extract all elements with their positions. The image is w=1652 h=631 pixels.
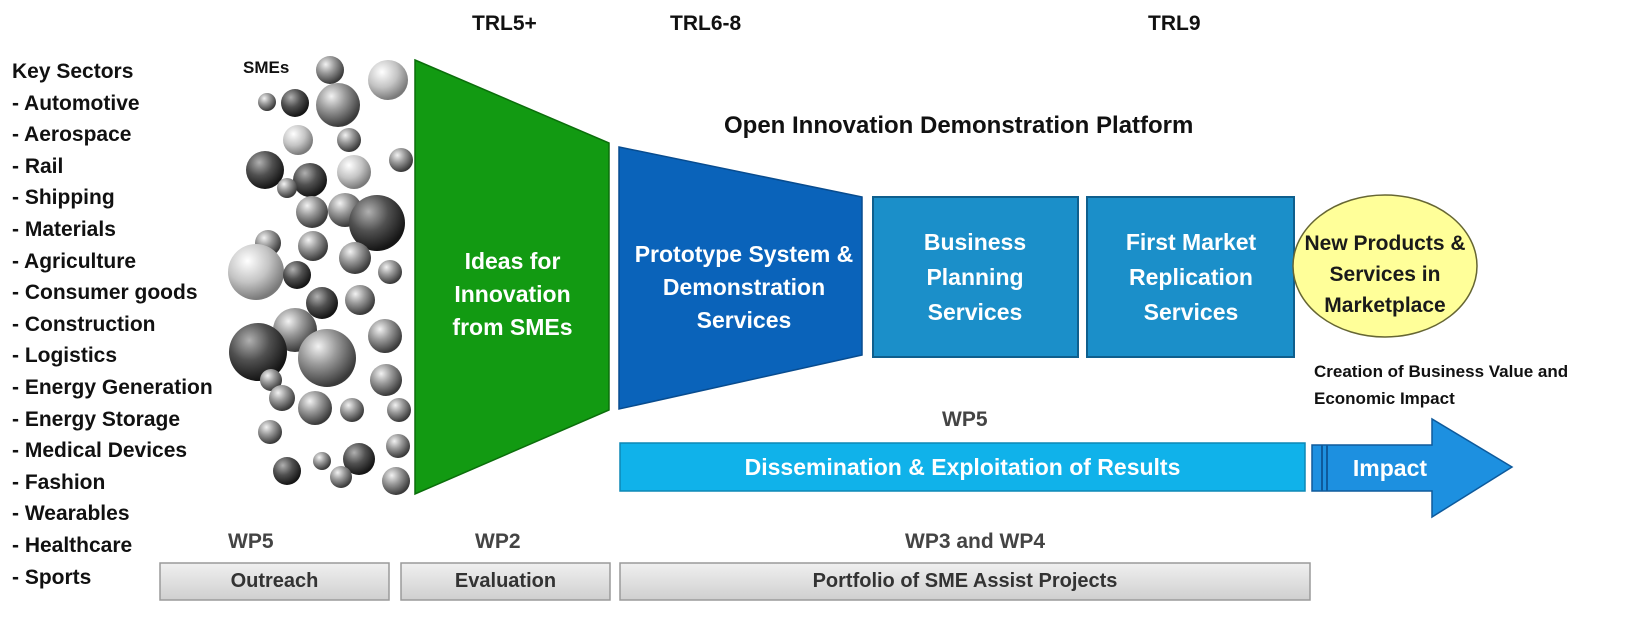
first-market-box-shape	[1086, 196, 1295, 358]
sector-item: - Automotive	[12, 91, 140, 115]
impact-label: Impact	[1352, 454, 1428, 481]
impact-caption: Creation of Business Value and Economic …	[1314, 362, 1569, 408]
sector-item: - Sports	[12, 565, 92, 589]
trl9-label: TRL9	[1148, 12, 1201, 35]
dissemination-bar-shape	[619, 442, 1306, 492]
new-products-label: New Products & Services in Marketplace	[1304, 232, 1466, 317]
ideas-stage-label: Ideas for Innovation from SMEs	[452, 248, 573, 340]
business-box-shape	[872, 196, 1079, 358]
prototype-stage-shape	[618, 146, 863, 410]
trl6-8-label: TRL6-8	[670, 12, 742, 35]
sector-item: - Aerospace	[12, 123, 132, 147]
sector-item: - Energy Storage	[12, 407, 181, 431]
key-sectors-list: Key Sectors - Automotive - Aerospace - R…	[12, 56, 213, 593]
wp3-wp4-label: WP3 and WP4	[905, 530, 1046, 553]
sector-item: - Fashion	[12, 470, 106, 494]
wp2-evaluation-label: WP2	[475, 530, 521, 553]
outreach-bar-shape	[159, 562, 390, 601]
sector-item: - Logistics	[12, 344, 118, 368]
smes-label: SMEs	[243, 58, 290, 77]
wp5-dissemination-label: WP5	[942, 408, 988, 431]
evaluation-label: Evaluation	[454, 570, 557, 592]
sector-item: - Construction	[12, 312, 156, 336]
key-sectors-title: Key Sectors	[12, 60, 134, 83]
portfolio-bar-shape	[619, 562, 1311, 601]
sector-item: - Healthcare	[12, 533, 133, 557]
sector-item: - Agriculture	[12, 249, 137, 273]
evaluation-bar-shape	[400, 562, 611, 601]
business-planning-label: Business Planning Services	[923, 229, 1027, 325]
trl5-label: TRL5+	[472, 12, 537, 35]
new-products-ellipse	[1292, 194, 1478, 338]
sector-item: - Wearables	[12, 502, 130, 526]
sector-item: - Rail	[12, 154, 64, 178]
sector-item: - Consumer goods	[12, 281, 198, 305]
sme-bubbles	[228, 56, 413, 495]
outreach-label: Outreach	[230, 570, 319, 592]
sector-item: - Shipping	[12, 186, 115, 210]
platform-title: Open Innovation Demonstration Platform	[724, 112, 1194, 139]
impact-arrow-shape	[1311, 417, 1514, 519]
prototype-stage-label: Prototype System & Demonstration Service…	[634, 241, 854, 333]
sector-item: - Materials	[12, 217, 116, 241]
ideas-stage-shape	[414, 58, 610, 496]
dissemination-label: Dissemination & Exploitation of Results	[744, 453, 1181, 480]
wp5-outreach-label: WP5	[228, 530, 274, 553]
first-market-label: First Market Replication Services	[1125, 229, 1257, 325]
portfolio-label: Portfolio of SME Assist Projects	[812, 570, 1118, 592]
sector-item: - Medical Devices	[12, 439, 188, 463]
sector-item: - Energy Generation	[12, 375, 213, 399]
